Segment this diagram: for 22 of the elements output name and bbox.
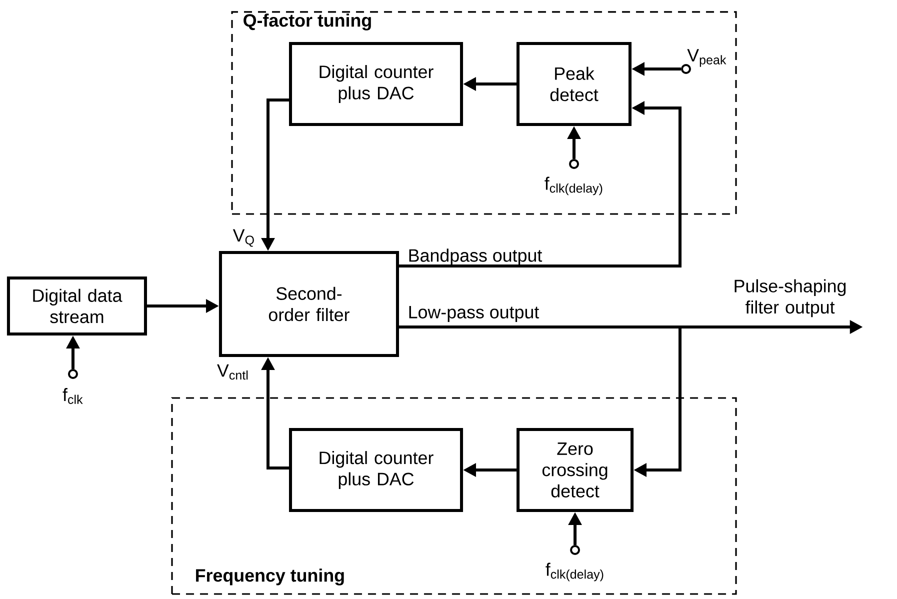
edge-label: V$_{cntl}$ xyxy=(217,364,248,380)
block-box: Digital data stream xyxy=(6,276,147,336)
arrow xyxy=(399,325,682,477)
input-terminal xyxy=(570,545,580,555)
group-heading: Frequency tuning xyxy=(196,568,344,586)
signal-label: f$_{clk}$ xyxy=(62,388,83,404)
block-box: Zero crossing detect xyxy=(516,428,634,512)
edge-label: V$_{Q}$ xyxy=(232,229,254,247)
block-box: Digital counter plus DAC xyxy=(289,428,464,512)
edge-label: Bandpass output xyxy=(409,248,542,266)
output-label: Pulse-shaping filter output xyxy=(734,279,846,318)
edge-label: Low-pass output xyxy=(409,306,540,322)
input-terminal xyxy=(68,369,78,379)
signal-label: f$_{clk(delay)}$ xyxy=(544,176,602,196)
input-terminal xyxy=(681,64,692,74)
signal-label: V$_{peak}$ xyxy=(687,49,726,67)
block-box: Second-order filter xyxy=(218,251,399,357)
signal-label: f$_{clk(delay)}$ xyxy=(546,562,604,582)
block-box: Digital counter plus DAC xyxy=(289,42,464,126)
group-heading: Q-factor tuning xyxy=(244,14,371,30)
input-terminal xyxy=(569,158,580,169)
block-box: Peak detect xyxy=(516,42,632,126)
